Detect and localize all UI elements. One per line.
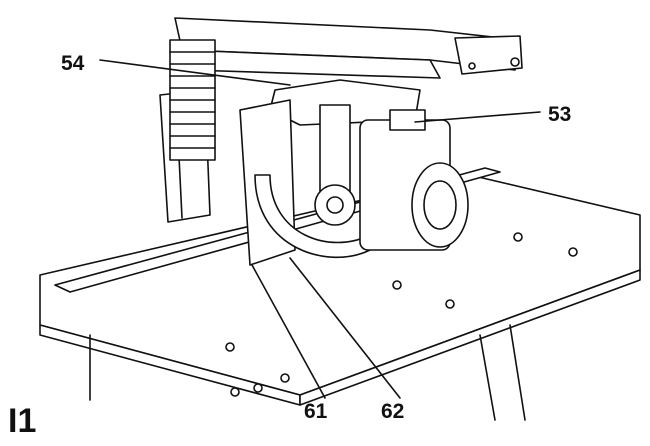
blade-guard <box>254 174 371 258</box>
leader-61 <box>251 264 326 399</box>
leader-lines <box>99 59 541 399</box>
callout-62: 62 <box>381 400 405 423</box>
leader-53 <box>414 111 541 123</box>
callout-54: 54 <box>61 52 85 75</box>
figure-label: I1 <box>8 402 37 440</box>
overhead-arm <box>174 17 523 79</box>
bellows-spring <box>169 39 216 161</box>
leader-54 <box>99 59 291 86</box>
leader-62 <box>289 257 401 399</box>
callout-61: 61 <box>304 400 328 423</box>
callout-53: 53 <box>548 103 572 126</box>
motor <box>359 109 469 251</box>
